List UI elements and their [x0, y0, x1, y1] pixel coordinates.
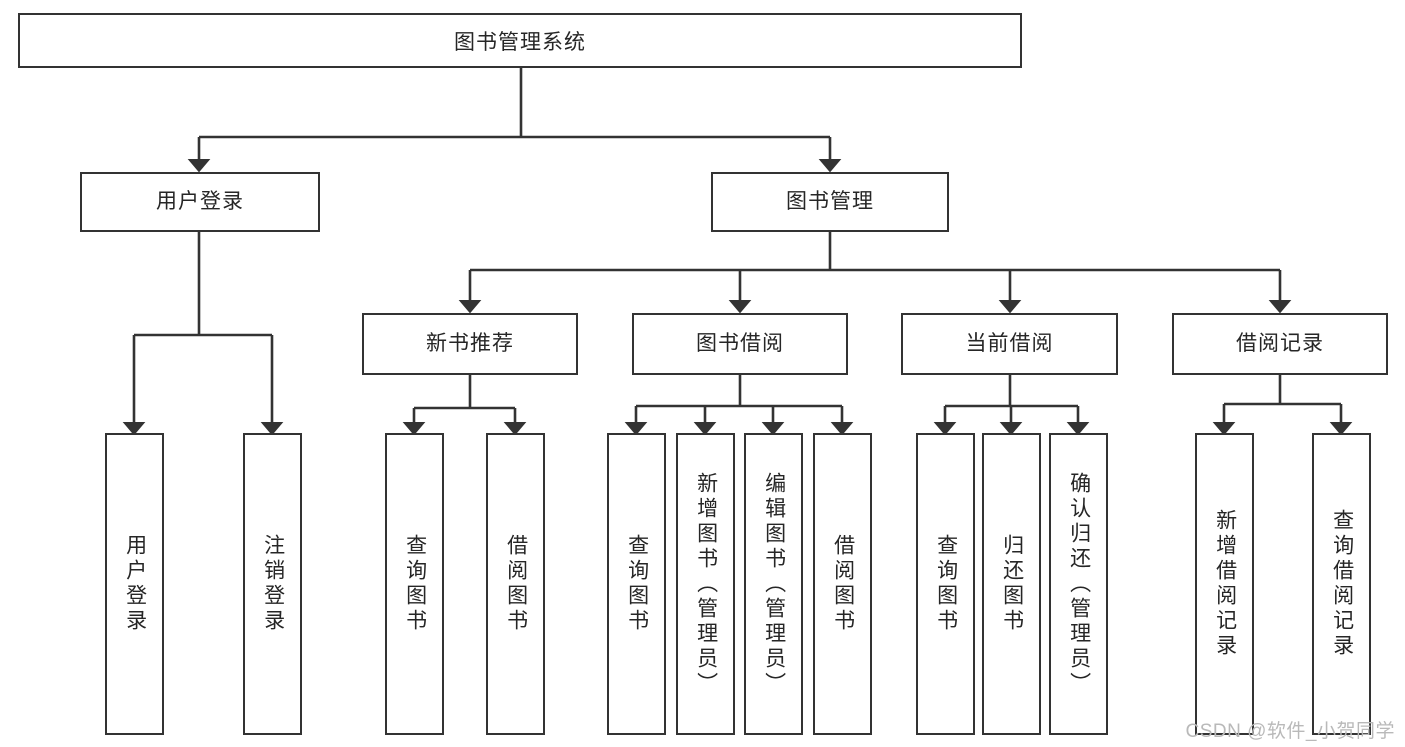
- leaf-current-return[interactable]: 归还图书: [982, 433, 1041, 735]
- node-label: 注销登录: [261, 534, 285, 634]
- leaf-book-add-admin[interactable]: 新增图书（管理员）: [676, 433, 735, 735]
- node-label: 图书借阅: [696, 332, 784, 356]
- node-label: 借阅图书: [504, 534, 528, 634]
- node-label: 查询图书: [625, 534, 649, 634]
- node-label: 图书管理: [786, 190, 874, 214]
- leaf-book-edit-admin[interactable]: 编辑图书（管理员）: [744, 433, 803, 735]
- leaf-current-query[interactable]: 查询图书: [916, 433, 975, 735]
- node-label: 归还图书: [1000, 534, 1024, 634]
- node-root-system[interactable]: 图书管理系统: [18, 13, 1022, 68]
- node-label: 编辑图书（管理员）: [762, 471, 786, 697]
- leaf-user-logout[interactable]: 注销登录: [243, 433, 302, 735]
- node-label: 当前借阅: [965, 332, 1054, 356]
- node-label: 借阅图书: [831, 534, 855, 634]
- node-label: 用户登录: [123, 534, 147, 634]
- node-label: 查询图书: [934, 534, 958, 634]
- node-label: 确认归还（管理员）: [1067, 471, 1091, 697]
- leaf-record-query[interactable]: 查询借阅记录: [1312, 433, 1371, 735]
- node-book-borrow[interactable]: 图书借阅: [632, 313, 848, 375]
- csdn-watermark: CSDN @软件_小贺同学: [1185, 721, 1395, 742]
- leaf-new-book-query[interactable]: 查询图书: [385, 433, 444, 735]
- node-book-manage[interactable]: 图书管理: [711, 172, 949, 232]
- node-label: 图书管理系统: [454, 30, 586, 54]
- node-label: 用户登录: [156, 190, 244, 214]
- node-new-book-recommend[interactable]: 新书推荐: [362, 313, 578, 375]
- node-label: 查询借阅记录: [1330, 509, 1354, 659]
- node-label: 新增图书（管理员）: [694, 471, 718, 697]
- node-borrow-record[interactable]: 借阅记录: [1172, 313, 1388, 375]
- leaf-user-login[interactable]: 用户登录: [105, 433, 164, 735]
- node-label: 查询图书: [403, 534, 427, 634]
- leaf-new-book-borrow[interactable]: 借阅图书: [486, 433, 545, 735]
- leaf-current-confirm-return-admin[interactable]: 确认归还（管理员）: [1049, 433, 1108, 735]
- node-current-borrow[interactable]: 当前借阅: [901, 313, 1118, 375]
- leaf-book-borrow-action[interactable]: 借阅图书: [813, 433, 872, 735]
- node-label: 新书推荐: [426, 332, 514, 356]
- node-label: 新增借阅记录: [1213, 509, 1237, 659]
- leaf-record-add[interactable]: 新增借阅记录: [1195, 433, 1254, 735]
- node-user-login[interactable]: 用户登录: [80, 172, 320, 232]
- leaf-book-borrow-query[interactable]: 查询图书: [607, 433, 666, 735]
- node-label: 借阅记录: [1236, 332, 1324, 356]
